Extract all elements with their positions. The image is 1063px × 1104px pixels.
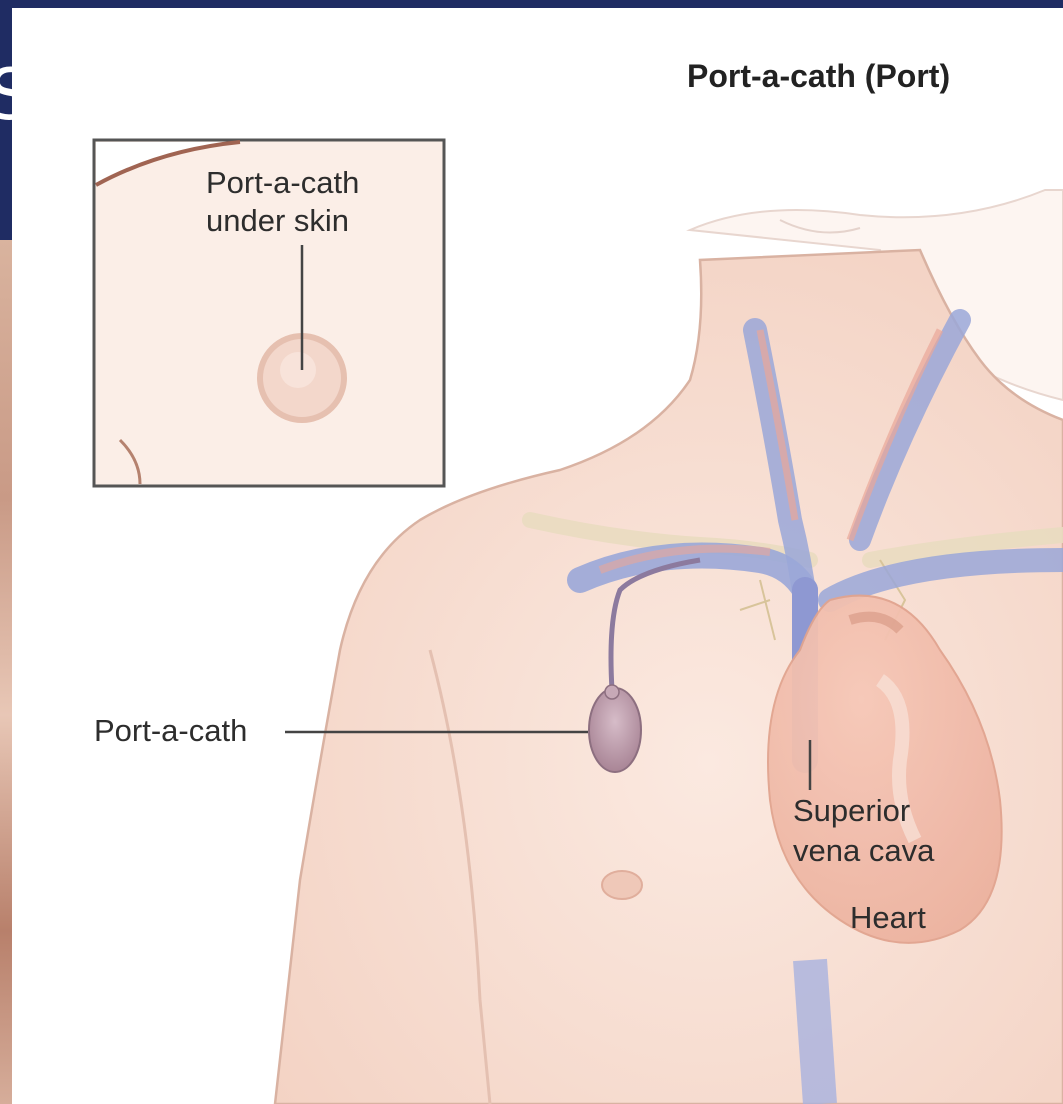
port-label: Port-a-cath [94, 713, 247, 749]
heart-label: Heart [850, 900, 926, 936]
svc-label-line2: vena cava [793, 833, 934, 869]
inset-label-line2: under skin [206, 203, 349, 239]
inset-label-line1: Port-a-cath [206, 165, 359, 201]
diagram-title: Port-a-cath (Port) [687, 58, 950, 95]
port-device [589, 688, 641, 772]
svc-label-line1: Superior [793, 793, 910, 829]
port-a-cath-illustration [12, 8, 1063, 1104]
anatomy-drawing [12, 8, 1063, 1104]
